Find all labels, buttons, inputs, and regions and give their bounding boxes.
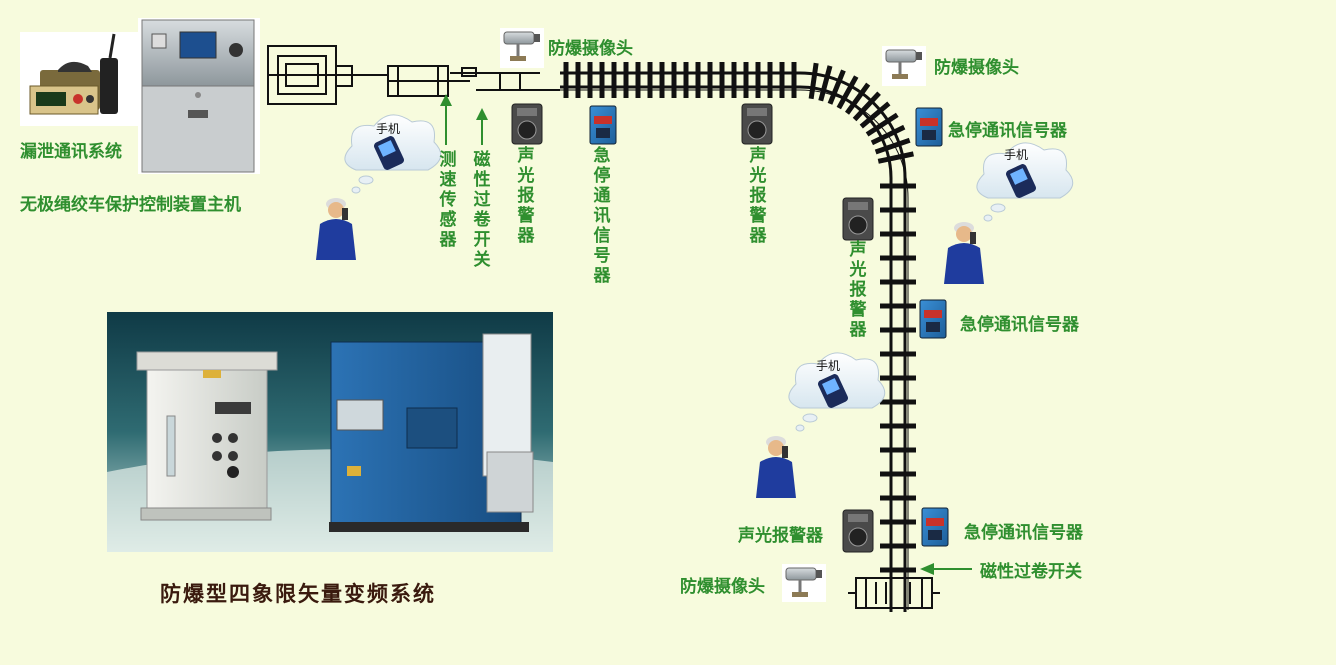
rail-sleeper	[852, 91, 881, 122]
camera-icon	[500, 28, 544, 68]
host-label: 无极绳绞车保护控制装置主机	[20, 195, 241, 215]
rail-track	[540, 62, 916, 612]
camera-icon	[782, 564, 826, 602]
arrow-icon	[920, 563, 972, 575]
alarm-icon	[741, 103, 773, 145]
camera-label-2: 防爆摄像头	[934, 58, 1019, 78]
alarm-label-2: 声光报警器	[749, 146, 767, 246]
tail-wheel-unit	[848, 577, 940, 609]
mag-switch-top-label: 磁性过卷开关	[473, 150, 491, 270]
estop-label-1: 急停通讯信号器	[593, 146, 611, 286]
speed-sensor-label: 测速传感器	[439, 150, 457, 250]
estop-label-3: 急停通讯信号器	[960, 315, 1079, 335]
winch-drive-unit	[267, 45, 560, 105]
rail-sleeper	[836, 75, 859, 110]
phone-label: 手机	[376, 122, 400, 136]
inverter-photo	[107, 312, 553, 552]
worker-icon	[316, 198, 356, 260]
rail-sleeper	[877, 151, 914, 164]
emergency-stop-icon	[589, 105, 617, 145]
alarm-label-3: 声光报警器	[849, 240, 867, 340]
emergency-stop-icon	[921, 507, 949, 547]
worker-icon	[756, 436, 796, 498]
emergency-stop-icon	[915, 107, 943, 147]
host-cabinet	[138, 18, 260, 174]
camera-label-1: 防爆摄像头	[548, 39, 633, 59]
rail-sleeper	[808, 62, 819, 100]
phone-label: 手机	[1004, 148, 1028, 162]
rail-sleeper	[845, 82, 871, 115]
arrow-icon	[440, 94, 452, 145]
camera-label-3: 防爆摄像头	[680, 577, 765, 597]
phone-icon: 手机	[976, 142, 1074, 222]
rail-sleeper	[818, 65, 833, 102]
alarm-icon	[511, 103, 543, 145]
alarm-label-4: 声光报警器	[738, 526, 823, 546]
rail-sleeper	[827, 69, 846, 105]
inverter-title: 防爆型四象限矢量变频系统	[160, 582, 436, 606]
rail-sleeper	[865, 112, 899, 137]
alarm-icon	[842, 509, 874, 553]
alarm-icon	[842, 197, 874, 241]
rail-sleeper	[874, 137, 911, 155]
emergency-stop-icon	[919, 299, 947, 339]
phone-icon: 手机	[788, 352, 886, 432]
camera-icon	[882, 46, 926, 86]
worker-icon	[944, 222, 984, 284]
mag-switch-bottom-label: 磁性过卷开关	[980, 562, 1082, 582]
estop-label-2: 急停通讯信号器	[948, 121, 1067, 141]
arrow-icon	[476, 108, 488, 145]
cable-line	[540, 89, 909, 610]
estop-label-4: 急停通讯信号器	[964, 523, 1083, 543]
phone-label: 手机	[816, 359, 840, 373]
leak-comm-label: 漏泄通讯系统	[20, 142, 122, 162]
leak-comm-device	[20, 32, 138, 126]
rail-sleeper	[859, 101, 891, 129]
alarm-label-1: 声光报警器	[517, 146, 535, 246]
phone-icon: 手机	[344, 114, 442, 194]
